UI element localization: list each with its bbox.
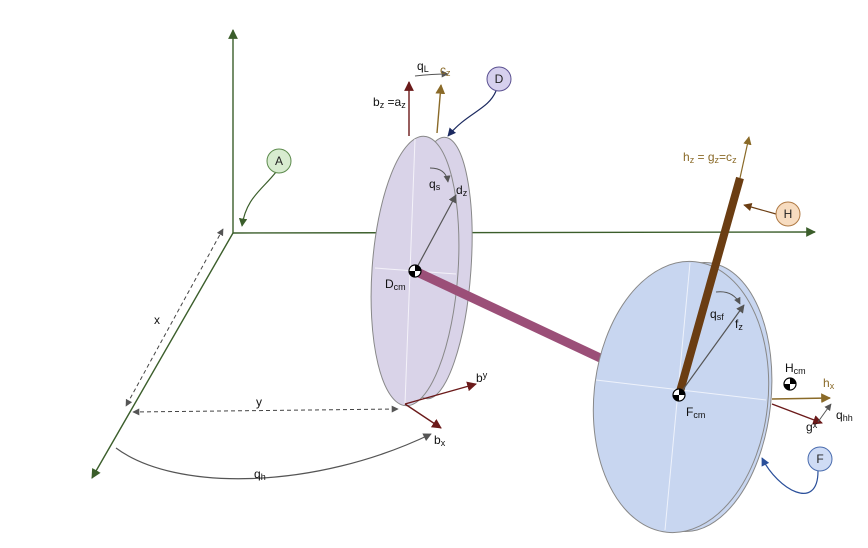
label-qs: qs xyxy=(429,177,441,192)
label-y: y xyxy=(256,395,262,409)
dimension-x: x xyxy=(125,228,224,407)
vector-bx xyxy=(404,403,442,429)
vector-fz xyxy=(678,304,745,396)
svg-text:F: F xyxy=(816,452,823,466)
label-by: by xyxy=(476,370,488,385)
label-cz: cz xyxy=(440,63,451,78)
label-bz-az: bz =az xyxy=(373,95,406,110)
tag-D: D xyxy=(447,66,512,137)
depth-axis xyxy=(91,232,234,479)
svg-text:D: D xyxy=(495,72,504,86)
vector-hx xyxy=(771,393,831,404)
label-qh: qh xyxy=(254,467,266,482)
front-mass-center-icon xyxy=(672,388,686,402)
angle-qL xyxy=(414,70,449,78)
angle-qs xyxy=(429,167,451,183)
label-Fcm: Fcm xyxy=(686,405,705,420)
label-gx: gx xyxy=(806,420,818,434)
angle-qhh xyxy=(817,403,832,423)
svg-text:A: A xyxy=(275,154,283,168)
label-dz: dz xyxy=(456,183,468,198)
steering-axis-hz xyxy=(739,136,752,179)
tag-A: A xyxy=(238,148,292,227)
label-qsf: qsf xyxy=(710,307,724,322)
label-x: x xyxy=(154,313,160,327)
front-wheel-disk xyxy=(592,260,773,534)
label-Hcm: Hcm xyxy=(785,361,806,376)
angle-qh: qh xyxy=(115,433,432,482)
label-hz-gz-cz: hz = gz=cz xyxy=(683,150,737,165)
steering-rod xyxy=(675,176,744,397)
label-Dcm: Dcm xyxy=(385,277,406,292)
rear-mass-center-icon xyxy=(408,264,422,278)
tag-F: F xyxy=(761,446,833,494)
vector-dz xyxy=(414,194,457,272)
angle-qsf xyxy=(715,291,741,305)
label-bx: bx xyxy=(434,433,446,448)
label-qL: qL xyxy=(417,59,429,74)
dimension-y: y xyxy=(132,395,399,416)
vector-by xyxy=(404,381,477,405)
vector-cz xyxy=(435,84,446,134)
svg-text:H: H xyxy=(784,207,793,221)
vector-gx xyxy=(771,403,823,425)
label-fz: fz xyxy=(735,317,743,332)
label-qhh: qhh xyxy=(836,408,853,423)
label-hx: hx xyxy=(823,376,835,391)
horizontal-axis xyxy=(232,227,816,237)
steer-mass-center-icon xyxy=(783,377,797,391)
tag-H: H xyxy=(743,201,801,227)
